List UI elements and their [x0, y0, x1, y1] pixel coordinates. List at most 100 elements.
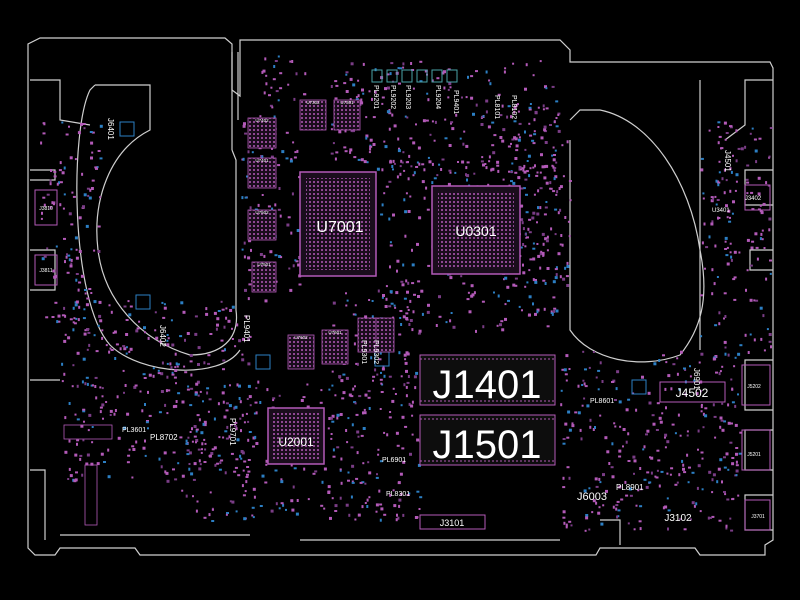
smd-part [110, 349, 114, 351]
part-label: PL9204 [434, 85, 441, 109]
smd-part [723, 456, 726, 459]
smd-part [492, 151, 496, 155]
smd-part [368, 496, 371, 499]
smd-part [91, 426, 94, 428]
connector-label: J3402 [745, 196, 762, 202]
smd-part [431, 79, 434, 83]
smd-part [539, 252, 542, 256]
smd-part [155, 336, 159, 340]
smd-part [185, 494, 188, 498]
smd-part [598, 477, 601, 481]
smd-part [564, 422, 568, 426]
smd-part [415, 371, 419, 375]
smd-part [123, 347, 127, 351]
smd-part [555, 100, 559, 103]
smd-part [351, 423, 354, 427]
smd-part [757, 208, 761, 211]
smd-part [725, 524, 728, 528]
smd-part [277, 164, 281, 167]
smd-part [480, 160, 484, 163]
smd-part [625, 494, 629, 497]
smd-part [241, 484, 244, 488]
smd-part [470, 284, 474, 288]
smd-part [354, 402, 357, 405]
smd-part [606, 450, 610, 454]
smd-part [86, 453, 90, 457]
smd-part [551, 154, 554, 157]
smd-part [717, 467, 721, 471]
smd-part [254, 435, 257, 439]
smd-part [99, 410, 102, 414]
smd-part [414, 516, 418, 519]
smd-part [539, 60, 542, 63]
smd-part [68, 212, 72, 216]
smd-part [725, 452, 729, 456]
smd-part [270, 155, 274, 159]
smd-part [238, 339, 242, 343]
smd-part [221, 349, 225, 352]
smd-part [503, 70, 506, 74]
smd-part [117, 436, 121, 440]
smd-part [409, 137, 413, 140]
smd-part [222, 400, 225, 404]
smd-part [371, 315, 374, 319]
part-label: U3401 [712, 208, 730, 214]
smd-part [128, 350, 131, 353]
smd-part [480, 116, 483, 119]
smd-part [395, 431, 399, 435]
smd-part [549, 187, 552, 190]
smd-part [306, 405, 310, 409]
smd-part [187, 436, 190, 439]
smd-part [729, 189, 732, 193]
smd-part [94, 376, 98, 379]
smd-part [592, 428, 595, 431]
smd-part [347, 479, 350, 482]
smd-part [420, 289, 424, 293]
smd-part [239, 400, 242, 404]
smd-part [64, 416, 67, 420]
smd-part [721, 177, 724, 181]
smd-part [410, 62, 413, 65]
smd-part [414, 386, 417, 390]
smd-part [362, 92, 365, 95]
smd-part [280, 480, 284, 484]
smd-part [666, 497, 669, 500]
part-label: PL9401 [242, 315, 251, 343]
smd-part [746, 164, 750, 167]
smd-part [245, 412, 248, 415]
smd-part [314, 470, 318, 473]
smd-part [94, 385, 97, 388]
smd-part [246, 175, 249, 178]
smd-part [534, 164, 536, 168]
smd-part [616, 515, 619, 519]
smd-part [79, 457, 82, 461]
smd-part [236, 323, 239, 327]
smd-part [756, 257, 759, 261]
smd-part [190, 387, 194, 390]
smd-part [733, 250, 737, 254]
smd-part [162, 316, 166, 319]
smd-part [718, 160, 721, 163]
smd-part [166, 343, 170, 347]
smd-part [532, 166, 535, 169]
smd-part [231, 338, 234, 340]
smd-part [97, 324, 100, 327]
smd-part [101, 336, 104, 340]
smd-part [61, 121, 64, 124]
smd-part [72, 306, 75, 310]
smd-part [170, 319, 173, 322]
smd-part [454, 171, 457, 174]
smd-part [176, 363, 180, 366]
smd-part [201, 448, 203, 451]
smd-part [592, 499, 596, 503]
connector-j4502: J4502 [659, 381, 726, 403]
smd-part [615, 387, 618, 391]
smd-part [371, 300, 374, 302]
smd-part [74, 301, 77, 304]
smd-part [241, 158, 244, 161]
smd-part [664, 433, 668, 437]
smd-part [497, 93, 501, 96]
smd-part [197, 346, 201, 350]
smd-part [481, 115, 483, 118]
smd-part [618, 449, 622, 453]
